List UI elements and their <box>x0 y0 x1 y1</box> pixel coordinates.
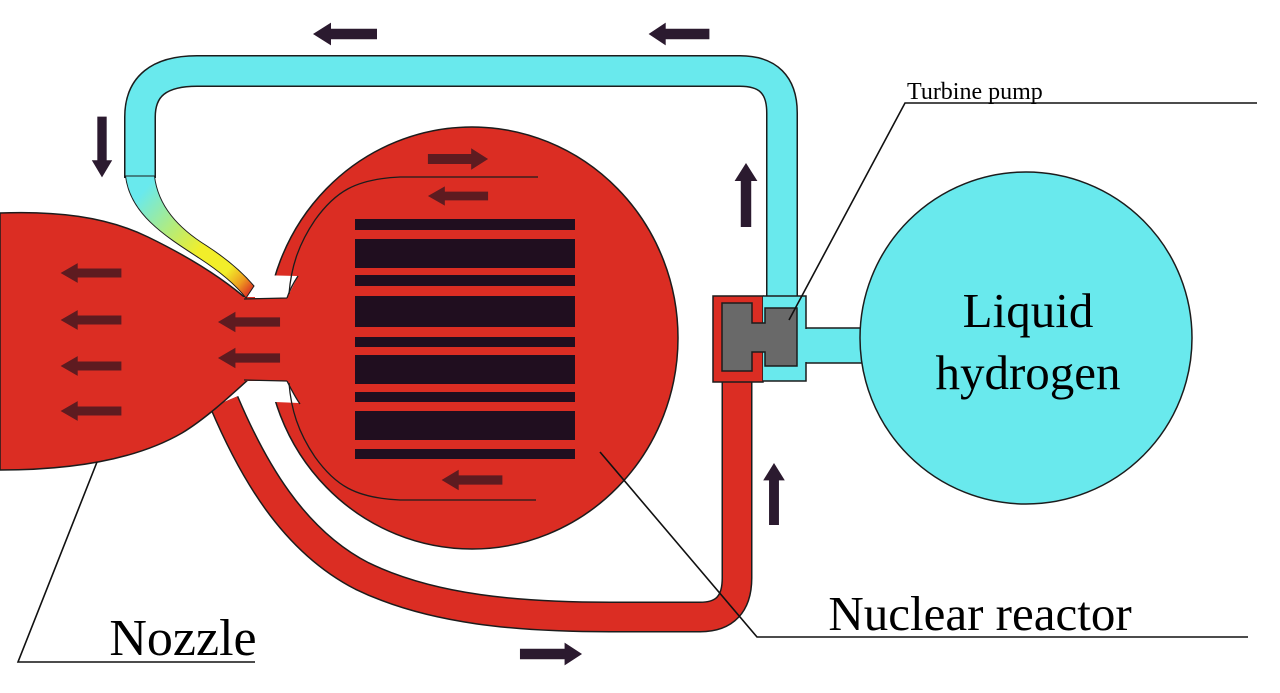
nozzle-label: Nozzle <box>109 610 256 667</box>
flow-arrow-up-icon <box>763 462 785 526</box>
turbine-pump-leader-line <box>788 102 1257 321</box>
fuel-rod <box>355 411 575 440</box>
fuel-rod <box>355 275 575 286</box>
inner-wall-line-top <box>288 176 538 295</box>
reactor-leader-line <box>599 451 1248 638</box>
heated-duct <box>124 175 255 299</box>
cold-line-pipe <box>125 56 797 300</box>
flow-arrow-left-icon <box>648 22 710 46</box>
flow-arrow-right-icon <box>519 642 583 666</box>
turbine-pump-label: Turbine pump <box>907 79 1043 105</box>
fuel-rod-stack <box>355 219 575 459</box>
fuel-rod <box>355 392 575 402</box>
fuel-rod <box>355 337 575 347</box>
fuel-rod <box>355 219 575 230</box>
fuel-rod <box>355 449 575 459</box>
reactor-label: Nuclear reactor <box>828 586 1131 641</box>
junction-notch-bottom <box>248 381 299 403</box>
flow-arrow-up-icon <box>734 163 758 227</box>
junction-edge-lines <box>243 275 301 405</box>
flow-arrow-down-icon <box>91 116 113 178</box>
tank-label-line2: hydrogen <box>935 345 1120 400</box>
liquid-hydrogen-tank <box>859 171 1193 505</box>
turbine-pump-rotor <box>721 302 798 372</box>
fuel-rod <box>355 355 575 384</box>
throat-neck <box>240 297 312 381</box>
hot-line-pipe <box>211 382 751 631</box>
inner-wall-line-bottom <box>288 382 536 501</box>
fuel-rod <box>355 239 575 268</box>
fuel-rod <box>355 296 575 327</box>
junction-notch-top <box>255 275 298 298</box>
flow-arrow-left-icon <box>313 22 377 46</box>
nozzle-leader-line <box>16 461 255 663</box>
tank-label-line1: Liquid <box>963 283 1094 338</box>
pump-cold-housing-edges <box>763 295 807 382</box>
